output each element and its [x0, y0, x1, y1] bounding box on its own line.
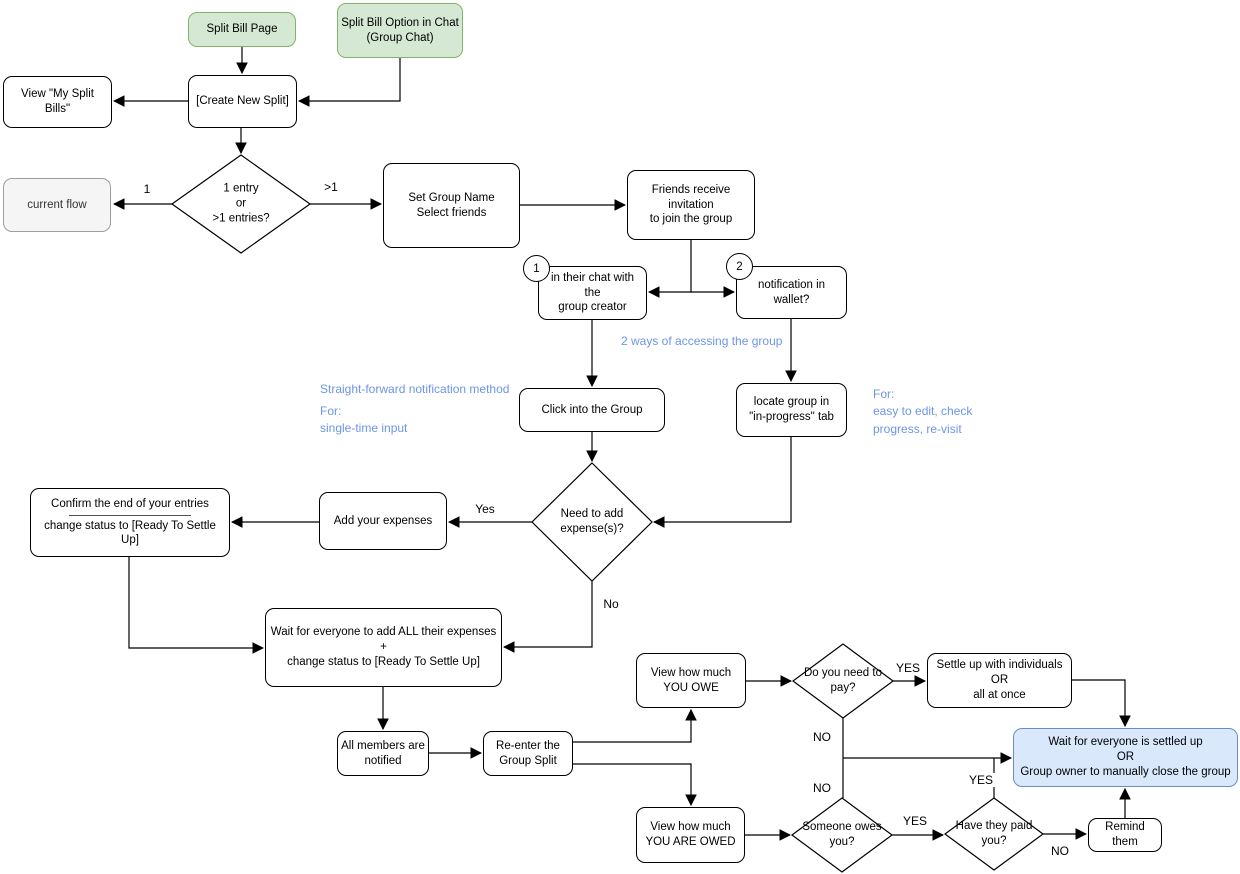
- flow-edge: [504, 581, 593, 647]
- node-re-enter-group-split: Re-enter the Group Split: [483, 731, 573, 776]
- node-split-bill-option: Split Bill Option in Chat (Group Chat): [337, 3, 463, 58]
- node-chat-with-creator: in their chat with the group creator: [538, 266, 647, 320]
- do-you-need-pay-label: Do you need to pay?: [803, 667, 883, 694]
- node-create-new-split: [Create New Split]: [188, 75, 297, 128]
- node-view-you-are-owed: View how much YOU ARE OWED: [636, 807, 745, 863]
- do-you-need-pay-shape: [791, 643, 895, 719]
- edge-label-pay-yes: YES: [893, 661, 923, 675]
- edge-label-pay-no: NO: [811, 730, 833, 744]
- edge-label-paid-no: NO: [1049, 844, 1071, 858]
- node-split-bill-page: Split Bill Page: [188, 12, 296, 47]
- node-wait-settled: Wait for everyone is settled up OR Group…: [1013, 728, 1238, 787]
- have-they-paid-label: Have they paid you?: [955, 820, 1033, 847]
- flow-edge: [654, 437, 792, 522]
- node-all-members: All members are notified: [337, 731, 429, 776]
- flow-edge: [573, 710, 691, 743]
- flow-edge: [573, 763, 691, 805]
- someone-owes-shape: [790, 797, 894, 873]
- flow-edge: [128, 557, 263, 648]
- someone-owes-label: Someone owes you?: [802, 821, 882, 848]
- edge-label-entry-many: >1: [322, 180, 340, 194]
- flow-edge: [1072, 679, 1125, 726]
- confirm-end-line2: change status to [Ready To Settle Up]: [44, 519, 216, 547]
- divider-line: [69, 514, 191, 516]
- confirm-end-line1: Confirm the end of your entries: [51, 497, 209, 510]
- node-notification-wallet: notification in wallet?: [736, 266, 847, 319]
- have-they-paid-shape: [943, 797, 1045, 871]
- edge-label-need-yes: Yes: [473, 502, 497, 516]
- edge-label-need-no: No: [601, 597, 621, 611]
- node-locate-group: locate group in "in-progress" tab: [736, 383, 847, 437]
- edge-label-paid-yes: YES: [966, 773, 996, 787]
- edge-label-owes-yes: YES: [900, 814, 930, 828]
- annotation-two-ways: 2 ways of accessing the group: [621, 334, 783, 348]
- node-settle-up: Settle up with individuals OR all at onc…: [927, 653, 1072, 708]
- badge-1: 1: [523, 255, 550, 282]
- annotation-straightforward: Straight-forward notification method: [320, 382, 510, 396]
- node-view-you-owe: View how much YOU OWE: [636, 653, 746, 708]
- annotation-for-single: For: single-time input: [320, 404, 408, 436]
- entries-decision-shape: [170, 154, 312, 254]
- edge-label-entry-one: 1: [141, 182, 153, 196]
- annotation-for-easy: For: easy to edit, check progress, re-vi…: [873, 387, 973, 436]
- entries-decision-label: 1 entry or >1 entries?: [212, 182, 270, 225]
- node-add-expenses: Add your expenses: [319, 492, 447, 550]
- need-add-expense-label: Need to add expense(s)?: [560, 508, 624, 535]
- need-add-expense-shape: [531, 462, 653, 582]
- node-current-flow: current flow: [3, 178, 111, 232]
- node-friends-receive: Friends receive invitation to join the g…: [627, 170, 755, 240]
- edge-label-owes-no: NO: [811, 781, 833, 795]
- node-click-into-group: Click into the Group: [519, 388, 665, 432]
- node-confirm-end: Confirm the end of your entries change s…: [30, 488, 230, 557]
- node-set-group-name: Set Group Name Select friends: [383, 163, 520, 248]
- badge-2: 2: [726, 253, 753, 280]
- flow-edge: [299, 58, 401, 101]
- node-remind-them: Remind them: [1088, 818, 1162, 852]
- node-wait-everyone-add: Wait for everyone to add ALL their expen…: [265, 608, 502, 687]
- node-view-my-split-bills: View "My Split Bills": [3, 76, 112, 128]
